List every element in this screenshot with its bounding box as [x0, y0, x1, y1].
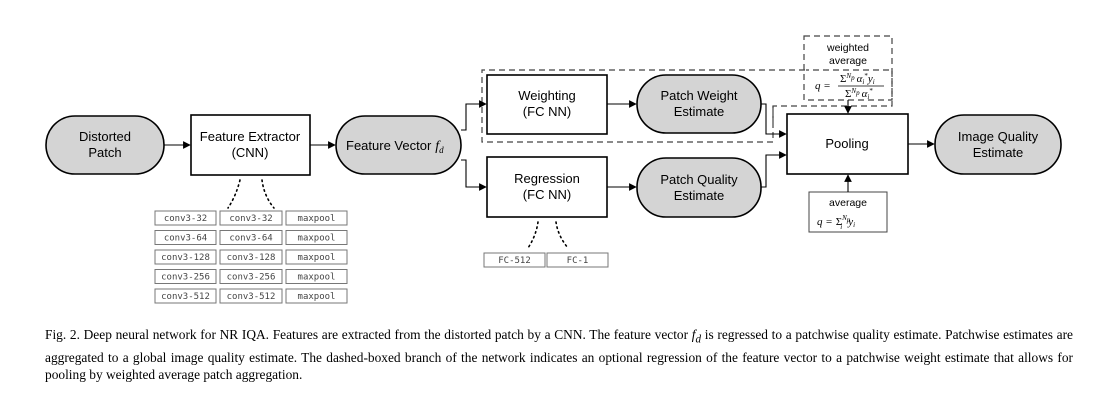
weighting-node — [486, 74, 608, 135]
cnn-expansion-dots-right — [261, 179, 275, 209]
patch-quality-estimate-label-2: Estimate — [674, 188, 725, 203]
caption-label: Fig. 2. — [45, 327, 80, 342]
cnn-expansion-dots-left — [227, 179, 241, 209]
cnn-layer-r1c2-cell — [285, 230, 348, 245]
cnn-layer-r1c0-label: conv3-64 — [164, 234, 207, 244]
weighting-label-1: Weighting — [518, 88, 576, 103]
cnn-layer-r3c2-cell — [285, 269, 348, 284]
distorted-patch-label-1: Distorted — [79, 129, 131, 144]
svg-text:q =: q = — [815, 80, 831, 92]
pooling-node — [786, 113, 909, 175]
fc-layer-0-cell — [483, 252, 546, 268]
arrow-vector-to-regression — [461, 159, 487, 191]
cnn-layer-r1c0-cell — [154, 230, 217, 245]
patch-quality-estimate-label-1: Patch Quality — [660, 172, 738, 187]
cnn-layer-table: conv3-32 conv3-32 maxpool conv3-64 conv3-64 m… — [154, 210, 348, 304]
patch-weight-estimate-label-2: Estimate — [674, 104, 725, 119]
cnn-layer-r4c0-label: conv3-512 — [161, 292, 210, 302]
weighted-average-label-2: average — [829, 55, 867, 67]
caption-text-after: is regressed to a patchwise quality esti… — [45, 327, 1073, 383]
image-quality-estimate-node — [934, 114, 1062, 175]
cnn-layer-r3c0-cell — [154, 269, 217, 284]
cnn-layer-r3c1-label: conv3-256 — [227, 273, 276, 283]
cnn-layer-r0c2-label: maxpool — [298, 214, 336, 224]
cnn-layer-r4c2-cell — [285, 288, 348, 304]
fc-layer-0-label: FC-512 — [498, 256, 531, 266]
cnn-layer-r1c1-label: conv3-64 — [229, 234, 272, 244]
fc-layer-1-cell — [546, 252, 609, 268]
caption-text-before: Deep neural network for NR IQA. Features… — [83, 327, 689, 342]
weighted-average-label-1: weighted — [826, 42, 869, 54]
cnn-layer-r0c0-cell — [154, 210, 217, 226]
cnn-layer-r2c0-label: conv3-128 — [161, 253, 210, 263]
image-quality-estimate-label-1: Image Quality — [958, 129, 1039, 144]
feature-extractor-label-2: (CNN) — [232, 145, 269, 160]
figure-caption: Fig. 2. Deep neural network for NR IQA. … — [45, 326, 1073, 384]
arrow-vector-to-weighting — [461, 100, 487, 131]
cnn-layer-r0c0-label: conv3-32 — [164, 214, 207, 224]
cnn-layer-r2c1-cell — [219, 249, 283, 265]
network-diagram: Distorted Patch Feature Extractor (CNN) … — [45, 35, 1062, 304]
cnn-layer-r3c2-label: maxpool — [298, 273, 336, 283]
regression-label-1: Regression — [514, 171, 580, 186]
cnn-layer-r0c1-cell — [219, 210, 283, 226]
patch-weight-estimate-label-1: Patch Weight — [660, 88, 737, 103]
feature-extractor-node — [190, 114, 311, 176]
cnn-layer-r3c0-label: conv3-256 — [161, 273, 210, 283]
fc-expansion-dots-right — [555, 221, 569, 249]
average-formula-box — [808, 191, 888, 233]
cnn-layer-r0c1-label: conv3-32 — [229, 214, 272, 224]
cnn-layer-r4c1-label: conv3-512 — [227, 292, 276, 302]
cnn-layer-r2c2-label: maxpool — [298, 253, 336, 263]
cnn-layer-r2c1-label: conv3-128 — [227, 253, 276, 263]
image-quality-estimate-label-2: Estimate — [973, 145, 1024, 160]
cnn-layer-r1c2-label: maxpool — [298, 234, 336, 244]
fc-expansion-dots-left — [527, 221, 539, 249]
cnn-layer-r4c2-label: maxpool — [298, 292, 336, 302]
feature-extractor-label-1: Feature Extractor — [200, 129, 301, 144]
feature-vector-node — [335, 115, 462, 175]
cnn-layer-r4c1-cell — [219, 288, 283, 304]
cnn-layer-r1c1-cell — [219, 230, 283, 245]
fc-layer-table: FC-512 FC-1 — [483, 252, 609, 268]
average-label: average — [829, 197, 867, 209]
cnn-layer-r4c0-cell — [154, 288, 217, 304]
regression-label-2: (FC NN) — [523, 187, 571, 202]
regression-node — [486, 156, 608, 218]
cnn-layer-r2c0-cell — [154, 249, 217, 265]
arrow-quality-estimate-to-pooling — [761, 151, 787, 188]
weighting-label-2: (FC NN) — [523, 104, 571, 119]
cnn-layer-r2c2-cell — [285, 249, 348, 265]
cnn-layer-r0c2-cell — [285, 210, 348, 226]
fc-layer-1-label: FC-1 — [567, 256, 589, 266]
optional-branch-dashed-outline — [481, 69, 893, 143]
caption-symbol: fd — [691, 327, 702, 346]
cnn-layer-r3c1-cell — [219, 269, 283, 284]
distorted-patch-label-2: Patch — [88, 145, 121, 160]
arrow-weight-estimate-to-pooling — [761, 103, 787, 138]
pooling-label: Pooling — [825, 136, 868, 151]
